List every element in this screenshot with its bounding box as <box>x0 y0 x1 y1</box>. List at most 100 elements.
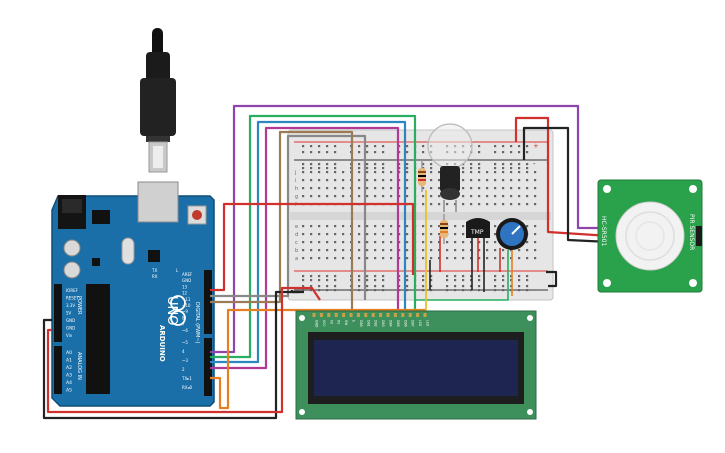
breadboard-hole[interactable] <box>406 285 409 288</box>
breadboard-hole[interactable] <box>462 249 465 252</box>
breadboard-hole[interactable] <box>310 257 313 260</box>
breadboard-hole[interactable] <box>334 275 337 278</box>
breadboard-hole[interactable] <box>454 257 457 260</box>
breadboard-hole[interactable] <box>502 249 505 252</box>
breadboard-hole[interactable] <box>526 285 529 288</box>
breadboard-hole[interactable] <box>478 279 481 282</box>
breadboard-hole[interactable] <box>494 203 497 206</box>
breadboard-hole[interactable] <box>398 187 401 190</box>
lcd-pin[interactable] <box>379 313 383 317</box>
breadboard-hole[interactable] <box>494 279 497 282</box>
resistor-bottom[interactable] <box>440 214 448 244</box>
breadboard-hole[interactable] <box>526 167 529 170</box>
breadboard-hole[interactable] <box>318 195 321 198</box>
breadboard-hole[interactable] <box>318 151 321 154</box>
breadboard-hole[interactable] <box>478 249 481 252</box>
breadboard-hole[interactable] <box>446 285 449 288</box>
breadboard-hole[interactable] <box>310 187 313 190</box>
breadboard-hole[interactable] <box>366 163 369 166</box>
breadboard-hole[interactable] <box>510 257 513 260</box>
breadboard-hole[interactable] <box>510 203 513 206</box>
breadboard-hole[interactable] <box>462 167 465 170</box>
breadboard-hole[interactable] <box>390 257 393 260</box>
breadboard-hole[interactable] <box>526 241 529 244</box>
lcd-pin[interactable] <box>349 313 353 317</box>
breadboard-hole[interactable] <box>358 275 361 278</box>
breadboard-hole[interactable] <box>534 225 537 228</box>
breadboard-hole[interactable] <box>358 171 361 174</box>
breadboard-hole[interactable] <box>358 195 361 198</box>
breadboard-hole[interactable] <box>374 241 377 244</box>
breadboard-hole[interactable] <box>446 289 449 292</box>
breadboard-hole[interactable] <box>302 171 305 174</box>
breadboard-hole[interactable] <box>334 151 337 154</box>
breadboard-hole[interactable] <box>302 187 305 190</box>
breadboard-hole[interactable] <box>470 167 473 170</box>
breadboard-hole[interactable] <box>526 203 529 206</box>
breadboard-hole[interactable] <box>318 179 321 182</box>
breadboard-hole[interactable] <box>430 241 433 244</box>
breadboard-hole[interactable] <box>422 151 425 154</box>
breadboard-hole[interactable] <box>382 289 385 292</box>
breadboard-hole[interactable] <box>318 233 321 236</box>
breadboard-hole[interactable] <box>534 179 537 182</box>
breadboard-hole[interactable] <box>518 163 521 166</box>
breadboard-hole[interactable] <box>382 195 385 198</box>
breadboard-hole[interactable] <box>398 163 401 166</box>
breadboard-hole[interactable] <box>470 257 473 260</box>
lcd-pin[interactable] <box>334 313 338 317</box>
breadboard-hole[interactable] <box>334 225 337 228</box>
breadboard-hole[interactable] <box>470 171 473 174</box>
breadboard-hole[interactable] <box>494 257 497 260</box>
breadboard-hole[interactable] <box>398 195 401 198</box>
breadboard-hole[interactable] <box>310 249 313 252</box>
breadboard-hole[interactable] <box>334 179 337 182</box>
breadboard-hole[interactable] <box>398 151 401 154</box>
breadboard-hole[interactable] <box>422 285 425 288</box>
breadboard-hole[interactable] <box>366 241 369 244</box>
breadboard-hole[interactable] <box>430 279 433 282</box>
breadboard-hole[interactable] <box>326 289 329 292</box>
breadboard-hole[interactable] <box>398 285 401 288</box>
breadboard-hole[interactable] <box>310 285 313 288</box>
breadboard-hole[interactable] <box>534 233 537 236</box>
breadboard-hole[interactable] <box>342 249 345 252</box>
breadboard-hole[interactable] <box>374 233 377 236</box>
breadboard-hole[interactable] <box>446 279 449 282</box>
breadboard-hole[interactable] <box>318 145 321 148</box>
breadboard-hole[interactable] <box>462 285 465 288</box>
breadboard-hole[interactable] <box>406 145 409 148</box>
breadboard-hole[interactable] <box>438 187 441 190</box>
breadboard-hole[interactable] <box>526 289 529 292</box>
breadboard-hole[interactable] <box>374 167 377 170</box>
breadboard-hole[interactable] <box>494 167 497 170</box>
breadboard-hole[interactable] <box>310 163 313 166</box>
breadboard-hole[interactable] <box>526 225 529 228</box>
breadboard-hole[interactable] <box>334 163 337 166</box>
breadboard-hole[interactable] <box>358 257 361 260</box>
breadboard-hole[interactable] <box>430 195 433 198</box>
breadboard-hole[interactable] <box>342 225 345 228</box>
breadboard-hole[interactable] <box>382 275 385 278</box>
resistor-top[interactable] <box>418 160 426 192</box>
breadboard-hole[interactable] <box>326 187 329 190</box>
breadboard-hole[interactable] <box>374 151 377 154</box>
breadboard-hole[interactable] <box>518 249 521 252</box>
breadboard-hole[interactable] <box>510 275 513 278</box>
lcd-pin[interactable] <box>371 313 375 317</box>
breadboard-hole[interactable] <box>302 179 305 182</box>
breadboard-hole[interactable] <box>382 249 385 252</box>
breadboard-hole[interactable] <box>438 257 441 260</box>
breadboard-hole[interactable] <box>454 285 457 288</box>
breadboard-hole[interactable] <box>334 145 337 148</box>
breadboard-hole[interactable] <box>502 171 505 174</box>
breadboard-hole[interactable] <box>462 233 465 236</box>
breadboard-hole[interactable] <box>518 285 521 288</box>
breadboard-hole[interactable] <box>534 171 537 174</box>
breadboard-hole[interactable] <box>374 289 377 292</box>
breadboard-hole[interactable] <box>390 241 393 244</box>
breadboard-hole[interactable] <box>534 187 537 190</box>
breadboard-hole[interactable] <box>518 171 521 174</box>
breadboard-hole[interactable] <box>342 195 345 198</box>
breadboard-hole[interactable] <box>382 171 385 174</box>
